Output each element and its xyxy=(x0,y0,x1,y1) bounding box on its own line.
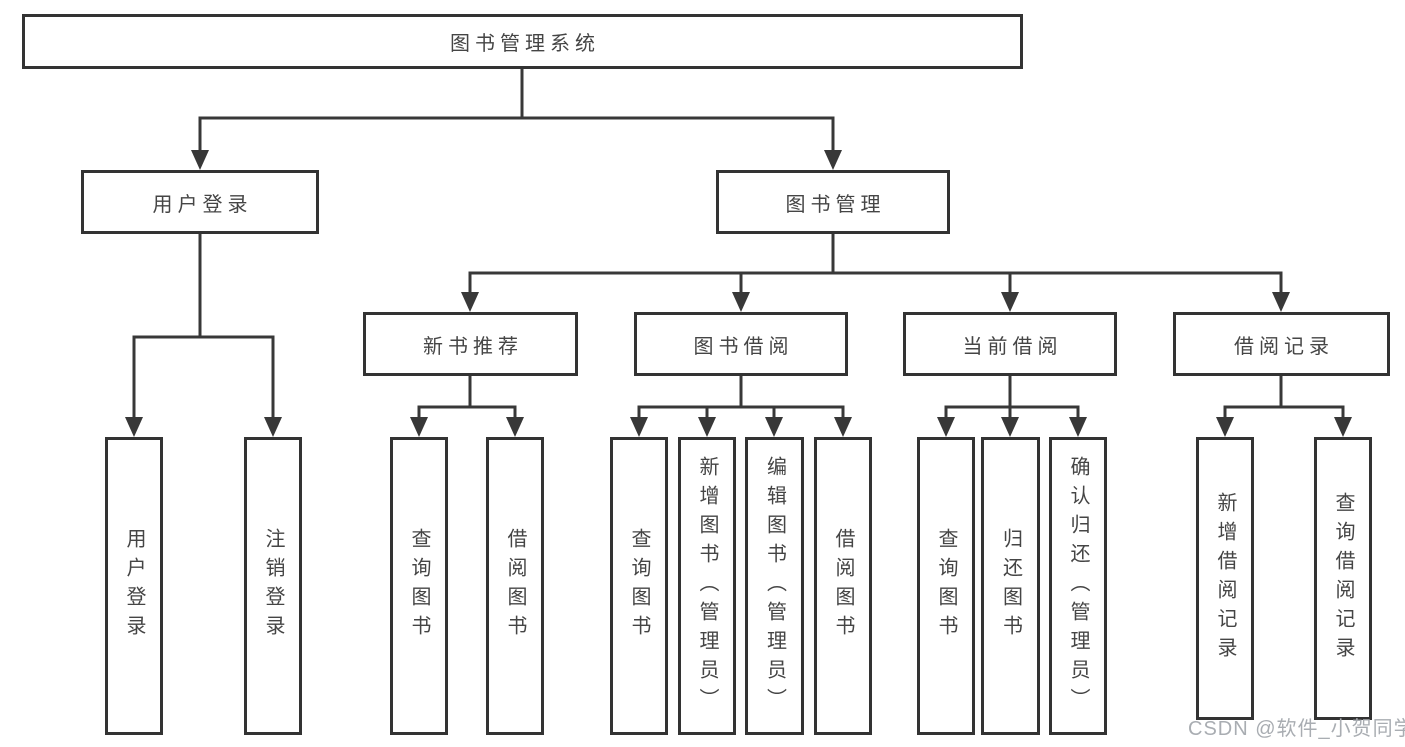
node-root: 图书管理系统 xyxy=(22,14,1023,69)
arrow-icon xyxy=(125,417,143,437)
leaf-login-logout-label: 注销登录 xyxy=(262,528,284,644)
leaf-borrow-add-book-admin-label: 新增图书（管理员） xyxy=(696,455,718,717)
leaf-borrow-add-book-admin: 新增图书（管理员） xyxy=(678,437,736,735)
leaf-borrow-search-book-label: 查询图书 xyxy=(628,528,650,644)
arrow-icon xyxy=(1216,417,1234,437)
leaf-records-add-record: 新增借阅记录 xyxy=(1196,437,1254,720)
arrowheads xyxy=(125,150,1352,437)
leaf-current-return-book: 归还图书 xyxy=(981,437,1040,735)
connector-book-borrow xyxy=(637,374,845,420)
leaf-recommend-search-book-label: 查询图书 xyxy=(408,528,430,644)
leaf-current-search-book: 查询图书 xyxy=(917,437,975,735)
node-book-management-label: 图书管理 xyxy=(785,193,886,216)
arrow-icon xyxy=(630,417,648,437)
arrow-icon xyxy=(1069,417,1087,437)
node-user-login-label: 用户登录 xyxy=(152,193,253,216)
node-book-borrow-label: 图书借阅 xyxy=(693,335,794,358)
node-current-borrow: 当前借阅 xyxy=(903,312,1117,376)
arrow-icon xyxy=(834,417,852,437)
arrow-icon xyxy=(698,417,716,437)
leaf-borrow-borrow-book: 借阅图书 xyxy=(814,437,872,735)
arrow-icon xyxy=(1272,292,1290,312)
leaf-recommend-borrow-book-label: 借阅图书 xyxy=(504,528,526,644)
leaf-login-user-login-label: 用户登录 xyxy=(123,528,145,644)
connector-new-book-recommend xyxy=(417,374,517,420)
leaf-borrow-borrow-book-label: 借阅图书 xyxy=(832,528,854,644)
arrow-icon xyxy=(1334,417,1352,437)
leaf-recommend-borrow-book: 借阅图书 xyxy=(486,437,544,735)
leaf-login-user-login: 用户登录 xyxy=(105,437,163,735)
node-current-borrow-label: 当前借阅 xyxy=(962,335,1063,358)
leaf-borrow-edit-book-admin: 编辑图书（管理员） xyxy=(745,437,804,735)
leaf-current-confirm-return-admin-label: 确认归还（管理员） xyxy=(1067,455,1089,717)
node-book-borrow: 图书借阅 xyxy=(634,312,848,376)
node-borrow-records-label: 借阅记录 xyxy=(1234,335,1334,358)
leaf-records-search-record-label: 查询借阅记录 xyxy=(1332,491,1354,666)
leaf-current-confirm-return-admin: 确认归还（管理员） xyxy=(1049,437,1107,735)
node-new-book-recommend: 新书推荐 xyxy=(363,312,578,376)
connector-root xyxy=(198,67,835,153)
arrow-icon xyxy=(264,417,282,437)
connector-book-management xyxy=(468,232,1283,295)
leaf-login-logout: 注销登录 xyxy=(244,437,302,735)
arrow-icon xyxy=(824,150,842,170)
arrow-icon xyxy=(732,292,750,312)
leaf-borrow-search-book: 查询图书 xyxy=(610,437,668,735)
arrow-icon xyxy=(461,292,479,312)
connector-borrow-records xyxy=(1223,374,1345,420)
leaf-recommend-search-book: 查询图书 xyxy=(390,437,448,735)
watermark: CSDN @软件_小贺同学 xyxy=(1188,718,1405,740)
arrow-icon xyxy=(191,150,209,170)
arrow-icon xyxy=(765,417,783,437)
connector-current-borrow xyxy=(944,374,1080,420)
arrow-icon xyxy=(937,417,955,437)
leaf-records-add-record-label: 新增借阅记录 xyxy=(1214,491,1236,666)
leaf-current-return-book-label: 归还图书 xyxy=(999,528,1022,644)
node-new-book-recommend-label: 新书推荐 xyxy=(423,335,523,358)
node-book-management: 图书管理 xyxy=(716,170,950,234)
node-user-login: 用户登录 xyxy=(81,170,319,234)
leaf-records-search-record: 查询借阅记录 xyxy=(1314,437,1372,720)
leaf-borrow-edit-book-admin-label: 编辑图书（管理员） xyxy=(763,455,786,717)
connector-user-login xyxy=(132,232,275,420)
leaf-current-search-book-label: 查询图书 xyxy=(935,528,957,644)
arrow-icon xyxy=(1001,292,1019,312)
arrow-icon xyxy=(410,417,428,437)
node-root-label: 图书管理系统 xyxy=(450,33,600,55)
arrow-icon xyxy=(506,417,524,437)
arrow-icon xyxy=(1001,417,1019,437)
node-borrow-records: 借阅记录 xyxy=(1173,312,1390,376)
